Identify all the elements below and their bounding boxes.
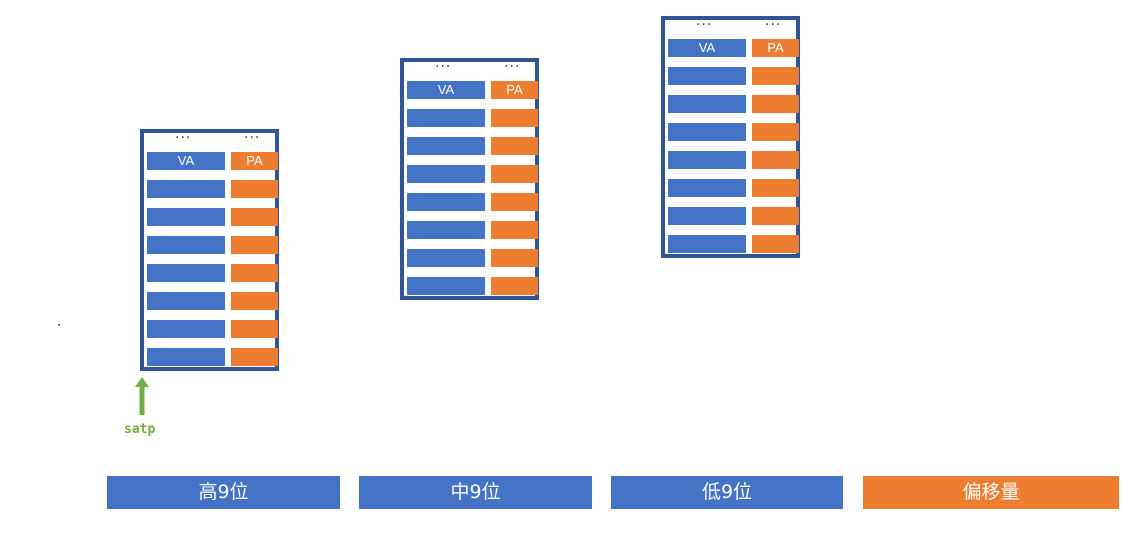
- va-cell: [147, 180, 225, 198]
- va-cell: [407, 137, 485, 155]
- table-row: [404, 277, 538, 295]
- pa-cell: [752, 95, 799, 113]
- table-row: [665, 67, 799, 85]
- va-cell: [147, 292, 225, 310]
- table-row: [144, 320, 278, 338]
- va-cell: [668, 95, 746, 113]
- pa-header-cell: PA: [752, 39, 799, 57]
- pa-cell: [231, 236, 278, 254]
- pa-cell: [752, 207, 799, 225]
- segment-offset: 偏移量: [863, 476, 1119, 509]
- pa-cell: [231, 320, 278, 338]
- table-row: [144, 348, 278, 366]
- pa-cell: [491, 193, 538, 211]
- table-row: [144, 208, 278, 226]
- va-cell: [668, 123, 746, 141]
- table-row: [665, 151, 799, 169]
- pa-header-cell: PA: [231, 152, 278, 170]
- pa-cell: [491, 165, 538, 183]
- table-row: [404, 193, 538, 211]
- table-row: [665, 123, 799, 141]
- stray-dot: [58, 324, 60, 326]
- table-row: [144, 236, 278, 254]
- pa-header-cell: PA: [491, 81, 538, 99]
- table-row: [404, 109, 538, 127]
- va-header-cell: VA: [668, 39, 746, 57]
- pa-cell: [752, 235, 799, 253]
- va-cell: [668, 151, 746, 169]
- va-cell: [668, 235, 746, 253]
- arrow-up-icon: [135, 377, 149, 415]
- table-row: [404, 137, 538, 155]
- pa-cell: [752, 151, 799, 169]
- ellipsis-va: ···: [435, 59, 452, 75]
- va-cell: [147, 320, 225, 338]
- pa-cell: [752, 179, 799, 197]
- ellipsis-pa: ···: [244, 130, 261, 146]
- pa-cell: [752, 67, 799, 85]
- segment-low-9-bits: 低9位: [611, 476, 843, 509]
- va-cell: [147, 208, 225, 226]
- table-row-header: VA PA: [404, 81, 538, 99]
- va-cell: [407, 221, 485, 239]
- ellipsis-va: ···: [175, 130, 192, 146]
- va-cell: [147, 348, 225, 366]
- table-row-header: VA PA: [144, 152, 278, 170]
- pa-cell: [491, 221, 538, 239]
- segment-high-9-bits: 高9位: [107, 476, 340, 509]
- table-row: [404, 221, 538, 239]
- table-row: [665, 207, 799, 225]
- table-row: [665, 95, 799, 113]
- table-row: [404, 249, 538, 267]
- table-row: [144, 292, 278, 310]
- ellipsis-va: ···: [696, 17, 713, 33]
- page-table-high: ··· ··· VA PA: [140, 129, 279, 371]
- segment-mid-9-bits: 中9位: [359, 476, 592, 509]
- va-cell: [147, 264, 225, 282]
- va-header-cell: VA: [147, 152, 225, 170]
- va-cell: [407, 277, 485, 295]
- table-row: [404, 165, 538, 183]
- pa-cell: [231, 348, 278, 366]
- table-row: [665, 179, 799, 197]
- ellipsis-pa: ···: [504, 59, 521, 75]
- va-cell: [668, 67, 746, 85]
- va-cell: [147, 236, 225, 254]
- table-row-header: VA PA: [665, 39, 799, 57]
- pa-cell: [491, 277, 538, 295]
- table-row: [144, 264, 278, 282]
- pa-cell: [231, 180, 278, 198]
- ellipsis-pa: ···: [765, 17, 782, 33]
- va-cell: [407, 165, 485, 183]
- pa-cell: [231, 208, 278, 226]
- va-cell: [668, 179, 746, 197]
- va-cell: [407, 249, 485, 267]
- table-row: [665, 235, 799, 253]
- va-header-cell: VA: [407, 81, 485, 99]
- pa-cell: [491, 109, 538, 127]
- va-cell: [407, 193, 485, 211]
- pa-cell: [752, 123, 799, 141]
- pa-cell: [491, 249, 538, 267]
- page-table-mid: ··· ··· VA PA: [400, 58, 539, 300]
- pa-cell: [231, 292, 278, 310]
- page-table-low: ··· ··· VA PA: [661, 16, 800, 258]
- satp-label: satp: [124, 422, 156, 437]
- va-cell: [407, 109, 485, 127]
- pa-cell: [231, 264, 278, 282]
- table-row: [144, 180, 278, 198]
- pa-cell: [491, 137, 538, 155]
- va-cell: [668, 207, 746, 225]
